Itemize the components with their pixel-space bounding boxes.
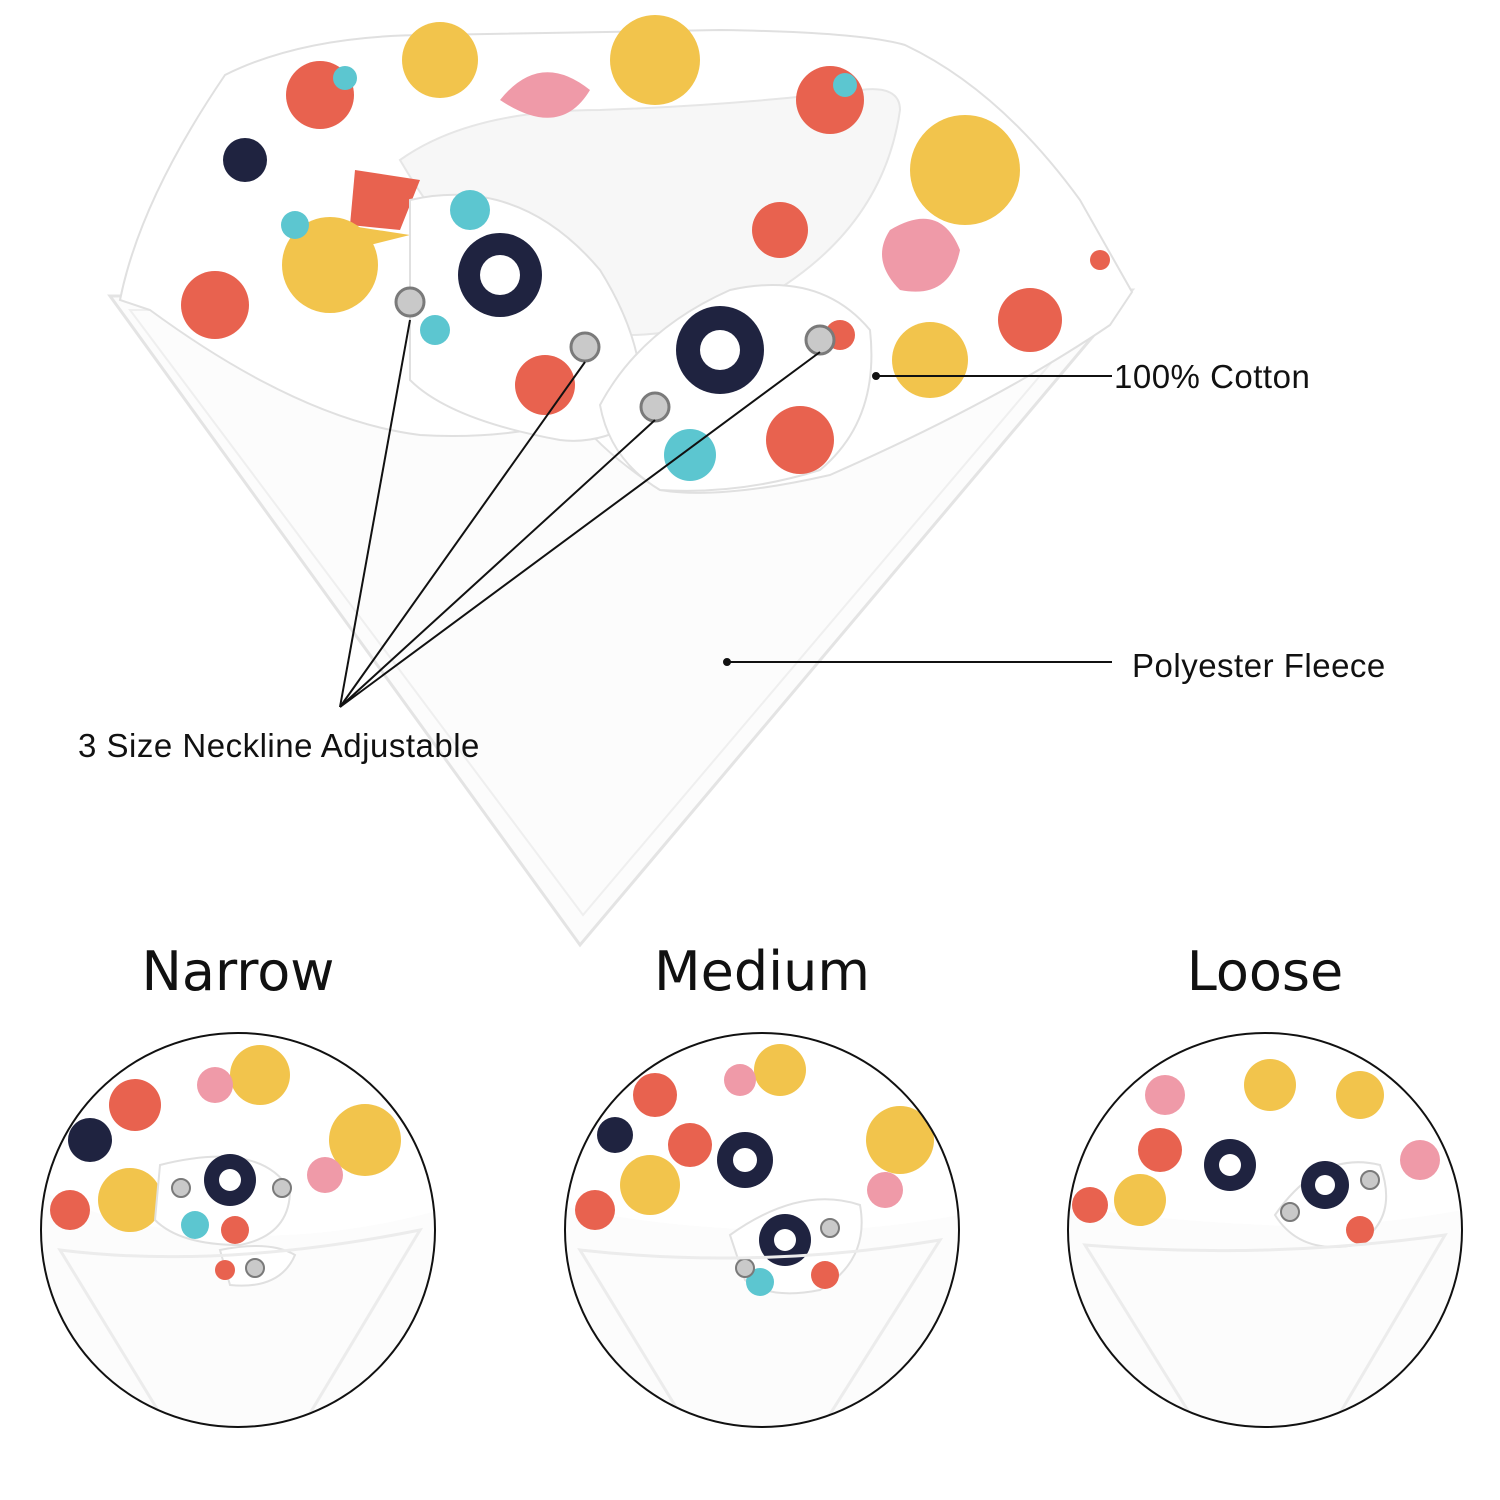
size-label-medium: Medium (654, 940, 870, 1003)
size-label-loose: Loose (1186, 940, 1344, 1003)
size-label-narrow: Narrow (141, 940, 335, 1003)
flap-print-left (420, 190, 575, 415)
size-detail-loose (1067, 1032, 1463, 1428)
cotton-callout-label: 100% Cotton (1114, 358, 1311, 395)
fleece-callout-label: Polyester Fleece (1132, 647, 1386, 684)
bib-main (107, 15, 1136, 948)
size-detail-medium (564, 1032, 960, 1428)
flap-print-right (664, 306, 855, 481)
callout-lines (339, 319, 1112, 708)
collar-print (181, 15, 1110, 398)
snap-buttons (394, 286, 836, 423)
neckline-callout-label: 3 Size Neckline Adjustable (78, 727, 480, 764)
size-detail-narrow (40, 1032, 436, 1428)
